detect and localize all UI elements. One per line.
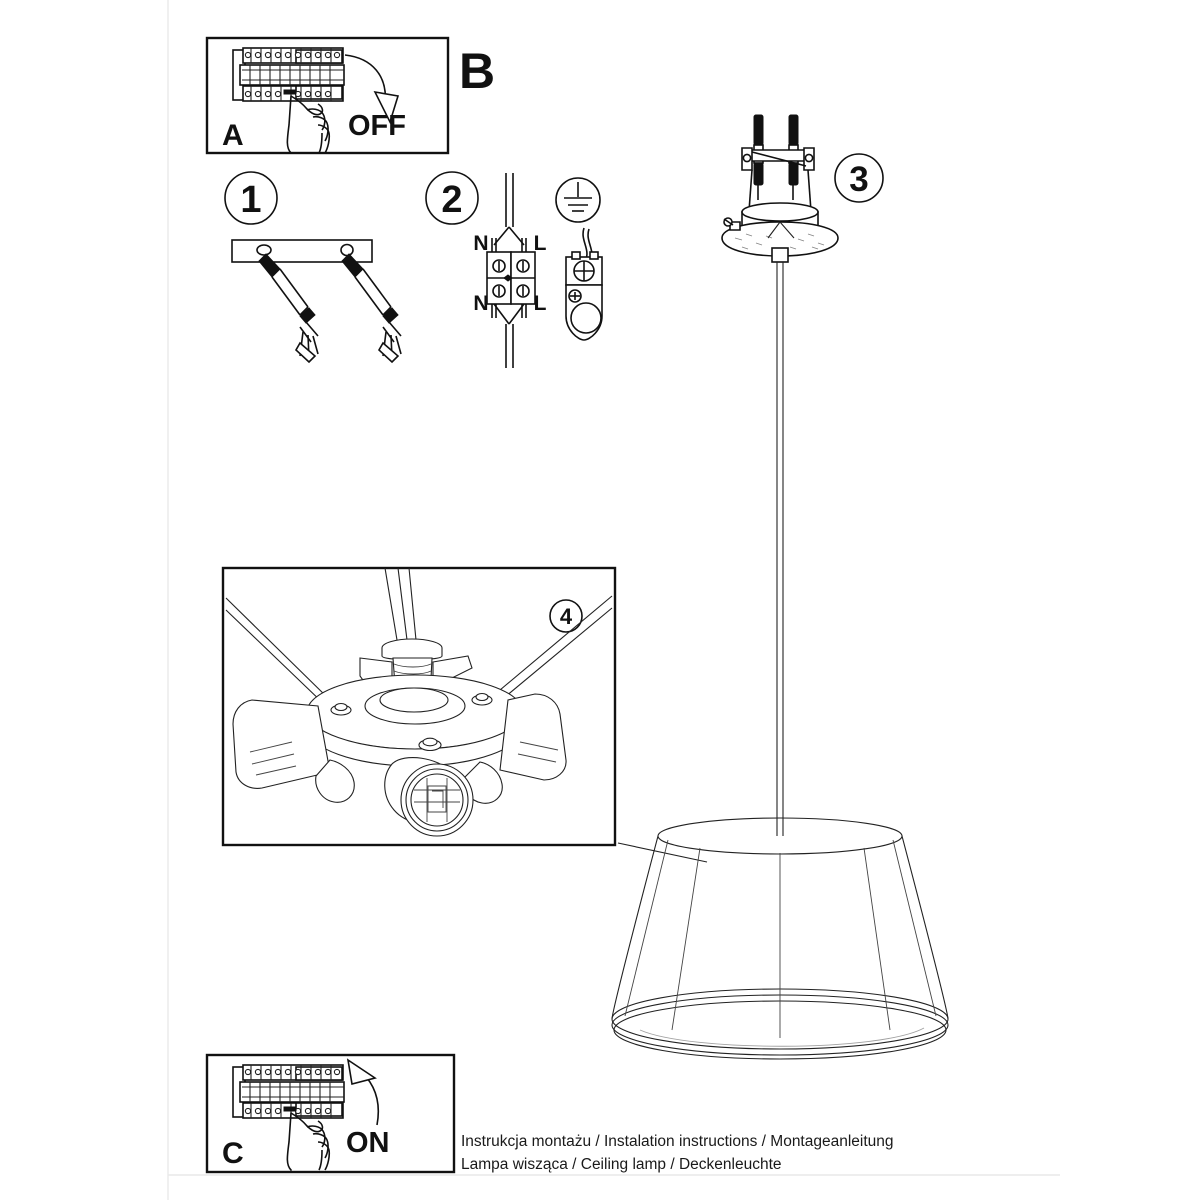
step-4-number: 4 [560,604,573,629]
plate-screws [330,692,493,752]
earth-clamp-connector-icon [565,227,603,341]
panel-a-label: A [222,119,244,152]
lamp-socket-e27 [384,757,474,837]
step-1-group: 1 [224,171,402,364]
step-2-group: 2 [425,171,603,368]
panel-b-label: B [459,43,495,99]
detail-panel-4: 4 [221,566,617,847]
terminal-label-bottom-left: N [473,292,488,315]
detail-leader-line [617,842,708,863]
terminal-label-top-left: N [473,232,488,255]
page-guide-lines [167,0,1060,1200]
terminal-screws [492,259,530,298]
pointing-hand-icon-on [286,1112,331,1171]
curved-arrow-down-icon [344,54,400,125]
panel-c-action-label: ON [346,1127,390,1159]
step-3-number: 3 [849,160,868,199]
lamp-holder-assembly-detail [225,567,613,837]
step-3-group: 3 [721,114,884,836]
ceiling-bracket-and-anchors [231,239,402,364]
caption-line-2: Lampa wisząca / Ceiling lamp / Deckenleu… [461,1156,782,1173]
panel-a: A OFF [205,36,450,155]
panel-c-label: C [222,1137,244,1170]
circuit-breaker-panel-icon-on [232,1064,345,1119]
panel-c: C ON [205,1053,456,1174]
terminal-label-bottom-right: L [534,292,547,315]
conical-lampshade [611,817,949,1060]
circuit-breaker-panel-icon [232,47,345,102]
curved-arrow-up-icon [346,1058,380,1126]
wire-terminal-block-icon [486,173,536,368]
pointing-hand-icon [286,95,331,154]
ceiling-canopy-mounting [721,114,839,263]
step-2-number: 2 [441,179,462,221]
earth-ground-symbol-icon [555,177,601,223]
step-1-number: 1 [240,179,261,221]
caption-line-1: Instrukcja montażu / Instalation instruc… [461,1133,894,1150]
suspension-rod [776,262,784,836]
terminal-label-top-right: L [534,232,547,255]
panel-a-action-label: OFF [348,110,406,142]
